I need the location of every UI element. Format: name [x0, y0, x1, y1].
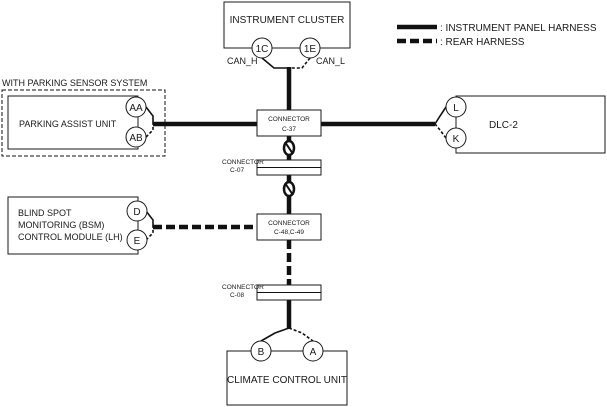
- twisted-pair-marker-upper: [282, 139, 296, 157]
- pin-ab-label: AB: [129, 133, 143, 144]
- can-l-label: CAN_L: [316, 56, 345, 66]
- climate-control-unit: CLIMATE CONTROL UNIT B A: [226, 327, 348, 406]
- instrument-cluster-title: INSTRUMENT CLUSTER: [230, 15, 345, 26]
- pin-aa: [125, 96, 147, 118]
- parking-assist-unit: [7, 95, 139, 150]
- instrument-cluster: INSTRUMENT CLUSTER 1C 1E CAN_H CAN_L: [223, 1, 351, 69]
- pin-aa-label: AA: [129, 103, 143, 114]
- legend: : INSTRUMENT PANEL HARNESS : REAR HARNES…: [397, 23, 597, 48]
- connector-c48-c49: CONNECTOR C-48,C-49: [256, 213, 322, 241]
- can-h-label: CAN_H: [227, 56, 258, 66]
- twisted-pair-marker-lower: [282, 180, 296, 198]
- bsm-line1: BLIND SPOT: [18, 208, 72, 218]
- pin-l-label: L: [453, 103, 459, 114]
- pin-d-label: D: [133, 207, 140, 218]
- parking-assist-unit-label: PARKING ASSIST UNIT: [19, 119, 117, 129]
- pin-a: [302, 340, 324, 362]
- pin-b-label: B: [258, 347, 265, 358]
- pin-a-label: A: [310, 347, 317, 358]
- pin-k: [445, 127, 467, 149]
- connector-c37-line1: CONNECTOR: [268, 116, 310, 123]
- connector-c48-line2: C-48,C-49: [274, 229, 304, 236]
- pin-e-label: E: [134, 236, 141, 247]
- connector-c08-line2: C-08: [230, 292, 244, 299]
- parking-sensor-group-frame: [1, 89, 166, 157]
- climate-title: CLIMATE CONTROL UNIT: [227, 375, 347, 386]
- pin-1e-label: 1E: [304, 44, 317, 55]
- parking-sensor-group-title: WITH PARKING SENSOR SYSTEM: [2, 78, 147, 88]
- parking-sensor-group: WITH PARKING SENSOR SYSTEM PARKING ASSIS…: [1, 78, 166, 157]
- pin-1c: [251, 37, 273, 59]
- bsm-line2: MONITORING (BSM): [18, 220, 104, 230]
- connector-c07-line2: C-07: [230, 167, 244, 174]
- pin-1c-label: 1C: [256, 44, 269, 55]
- connector-c07-line1: CONNECTOR: [222, 159, 264, 166]
- pin-e: [126, 229, 148, 251]
- connector-c37: CONNECTOR C-37: [256, 109, 322, 137]
- connector-c07: CONNECTOR C-07: [222, 159, 322, 176]
- legend-rear-harness: : REAR HARNESS: [440, 37, 525, 48]
- pin-1e: [299, 37, 321, 59]
- bsm-control-module: BLIND SPOT MONITORING (BSM) CONTROL MODU…: [7, 196, 154, 255]
- dlc2: DLC-2 L K: [434, 95, 606, 154]
- legend-instrument-panel-harness: : INSTRUMENT PANEL HARNESS: [440, 23, 597, 34]
- connector-c08: CONNECTOR C-08: [222, 284, 322, 301]
- pin-d: [126, 200, 148, 222]
- pin-ab: [125, 126, 147, 148]
- pin-l: [445, 96, 467, 118]
- connector-c08-line1: CONNECTOR: [222, 284, 264, 291]
- connector-c48-line1: CONNECTOR: [268, 220, 310, 227]
- pin-k-label: K: [453, 134, 460, 145]
- connector-c37-line2: C-37: [282, 126, 296, 133]
- dlc2-title: DLC-2: [489, 120, 518, 131]
- pin-b: [250, 340, 272, 362]
- bsm-line3: CONTROL MODULE (LH): [18, 232, 123, 242]
